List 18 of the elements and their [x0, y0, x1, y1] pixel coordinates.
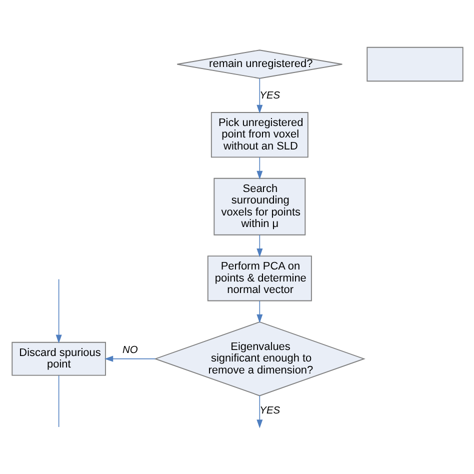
arrow	[104, 355, 156, 362]
node-box: Pick unregistered point from voxel without an SLD	[210, 112, 308, 158]
connector	[58, 374, 59, 427]
edge-label: YES	[259, 90, 280, 102]
arrow	[256, 394, 262, 428]
arrow	[256, 234, 262, 257]
arrow	[256, 78, 262, 113]
arrow	[55, 278, 62, 343]
node-diamond: remain unregistered?	[176, 49, 342, 78]
node-diamond: Eigenvalues significant enough to remove a dimension?	[153, 320, 365, 396]
node-box: Search surrounding voxels for points within μ	[213, 177, 306, 235]
node-box: Perform PCA on points & determine normal vector	[206, 255, 312, 301]
edge-label: NO	[122, 344, 138, 356]
node-box: Discard spurious point	[11, 341, 106, 376]
edge-label: YES	[259, 404, 280, 416]
arrow	[256, 300, 262, 323]
arrow	[256, 156, 262, 179]
node-box	[366, 46, 463, 82]
